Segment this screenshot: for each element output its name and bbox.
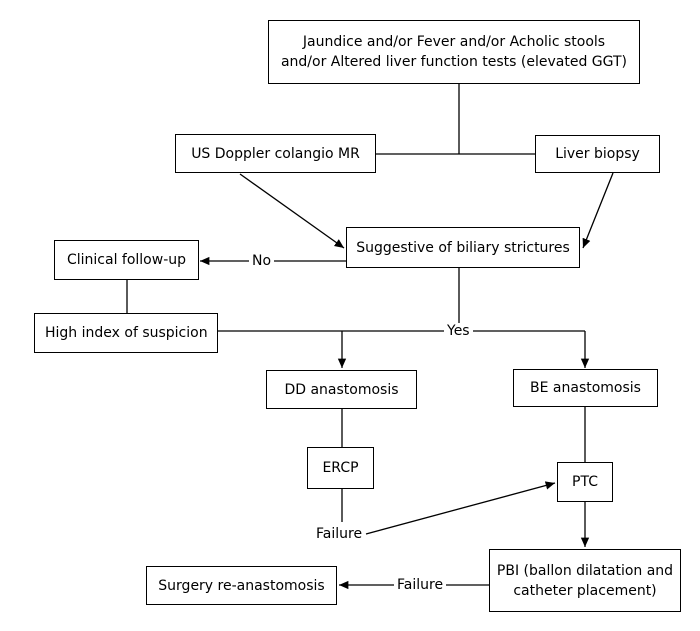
arrow-imaging-suggestive bbox=[239, 173, 345, 249]
node-suggestive-label: Suggestive of biliary strictures bbox=[356, 239, 570, 256]
edge-label-no: No bbox=[249, 253, 275, 269]
node-symptoms-line2: and/or Altered liver function tests (ele… bbox=[280, 54, 628, 70]
node-ptc: PTC bbox=[557, 462, 613, 502]
node-imaging: US Doppler colangio MR bbox=[175, 134, 376, 173]
arrow-biopsy-suggestive bbox=[582, 172, 614, 249]
node-be-label: BE anastomosis bbox=[530, 380, 641, 396]
node-biopsy-label: Liver biopsy bbox=[555, 146, 640, 162]
node-biopsy: Liver biopsy bbox=[535, 135, 660, 173]
node-ercp-label: ERCP bbox=[322, 460, 359, 476]
node-followup-label: Clinical follow-up bbox=[66, 252, 187, 268]
node-suspicion-label: High index of suspicion bbox=[45, 325, 208, 341]
node-symptoms: Jaundice and/or Fever and/or Acholic sto… bbox=[268, 20, 640, 84]
arrow-failure-ptc bbox=[365, 481, 556, 535]
edge-label-yes: Yes bbox=[444, 323, 473, 339]
node-suspicion: High index of suspicion bbox=[34, 313, 218, 353]
node-dd-label: DD anastomosis bbox=[284, 381, 399, 398]
node-surgery: Surgery re-anastomosis bbox=[146, 566, 337, 605]
node-pbi-line1: PBI (ballon dilatation and bbox=[496, 562, 674, 579]
edge-label-failure-ercp: Failure bbox=[313, 526, 366, 542]
node-imaging-label: US Doppler colangio MR bbox=[191, 145, 360, 162]
node-dd: DD anastomosis bbox=[266, 370, 417, 409]
node-surgery-label: Surgery re-anastomosis bbox=[158, 577, 325, 594]
node-followup: Clinical follow-up bbox=[54, 240, 199, 280]
node-suggestive: Suggestive of biliary strictures bbox=[346, 227, 580, 268]
node-pbi: PBI (ballon dilatation and catheter plac… bbox=[489, 549, 681, 612]
node-ercp: ERCP bbox=[307, 447, 374, 489]
edge-label-failure-pbi: Failure bbox=[394, 577, 447, 593]
node-ptc-label: PTC bbox=[572, 474, 598, 490]
node-symptoms-line1: Jaundice and/or Fever and/or Acholic sto… bbox=[302, 34, 606, 50]
node-be: BE anastomosis bbox=[513, 369, 658, 407]
node-pbi-line2: catheter placement) bbox=[513, 582, 657, 599]
